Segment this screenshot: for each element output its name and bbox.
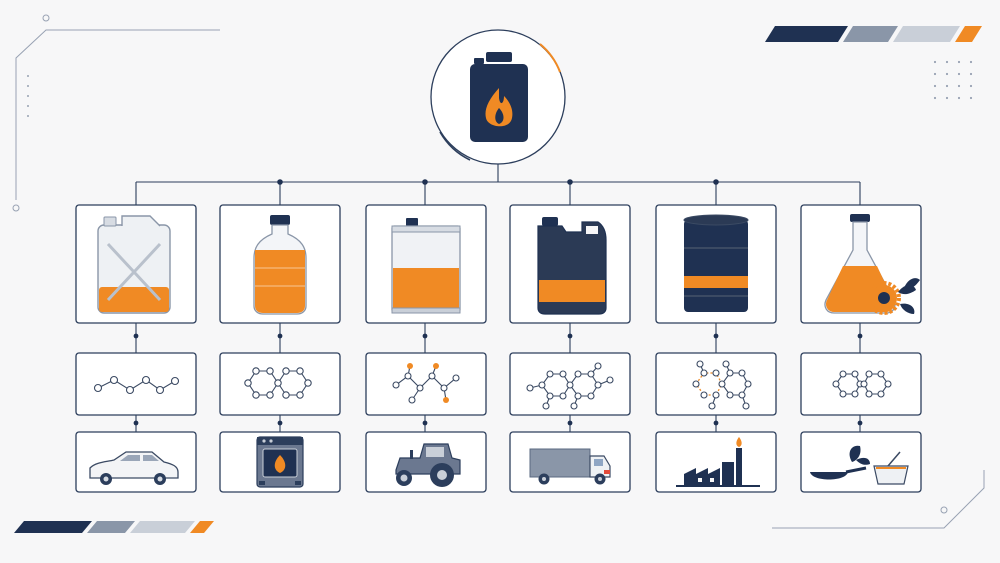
stripe-bar-orange — [190, 521, 214, 533]
branch-plastic-bottle — [219, 204, 341, 493]
polycyclic-molecule-icon — [526, 362, 614, 410]
branch-jerrycan — [75, 204, 197, 493]
branch-flask-sunflower — [800, 204, 922, 493]
factory-icon — [676, 437, 760, 487]
truck-icon — [529, 448, 611, 485]
stripe-bar-navy — [765, 26, 848, 42]
branch-metal-tin — [365, 204, 487, 493]
stripe-bar-navy — [14, 521, 92, 533]
branch-oil-drum — [655, 204, 777, 493]
molecule-box — [75, 352, 197, 416]
stove-icon — [256, 436, 304, 488]
plastic-bottle-icon — [253, 215, 307, 315]
connector-lines — [135, 164, 861, 205]
stripe-bar-gray — [87, 521, 135, 533]
stripe-bar-lightgray — [893, 26, 960, 42]
sunflower-icon — [867, 278, 920, 315]
molecule-box — [655, 352, 777, 416]
molecule-box — [365, 352, 487, 416]
tractor-icon — [395, 443, 461, 487]
corner-decoration-top-left — [12, 14, 220, 212]
oil-drum-icon — [683, 214, 749, 312]
stripe-bar-gray — [843, 26, 898, 42]
metal-tin-icon — [391, 218, 461, 314]
stripe-bar-lightgray — [130, 521, 195, 533]
corner-decoration-bottom-left — [14, 521, 214, 533]
fused-ring-molecule-icon — [244, 367, 312, 399]
stripe-bar-orange — [955, 26, 982, 42]
jerrycan-icon — [97, 215, 171, 314]
corner-decoration-top-right — [765, 26, 982, 100]
branched-molecule-icon — [392, 363, 460, 404]
linear-chain-molecule-icon — [93, 375, 180, 395]
branch-dark-canister — [509, 204, 631, 493]
twin-ring-molecule-icon — [832, 370, 892, 398]
fuel-canister-flame-icon — [470, 52, 528, 142]
car-icon — [89, 451, 179, 485]
root-node — [430, 29, 566, 165]
dark-canister-icon — [537, 217, 607, 315]
cooking-pan-icon — [810, 445, 909, 485]
corner-decoration-bottom-right — [772, 470, 985, 529]
aromatic-molecule-icon — [692, 360, 752, 410]
flask-sunflower-icon — [824, 214, 920, 315]
